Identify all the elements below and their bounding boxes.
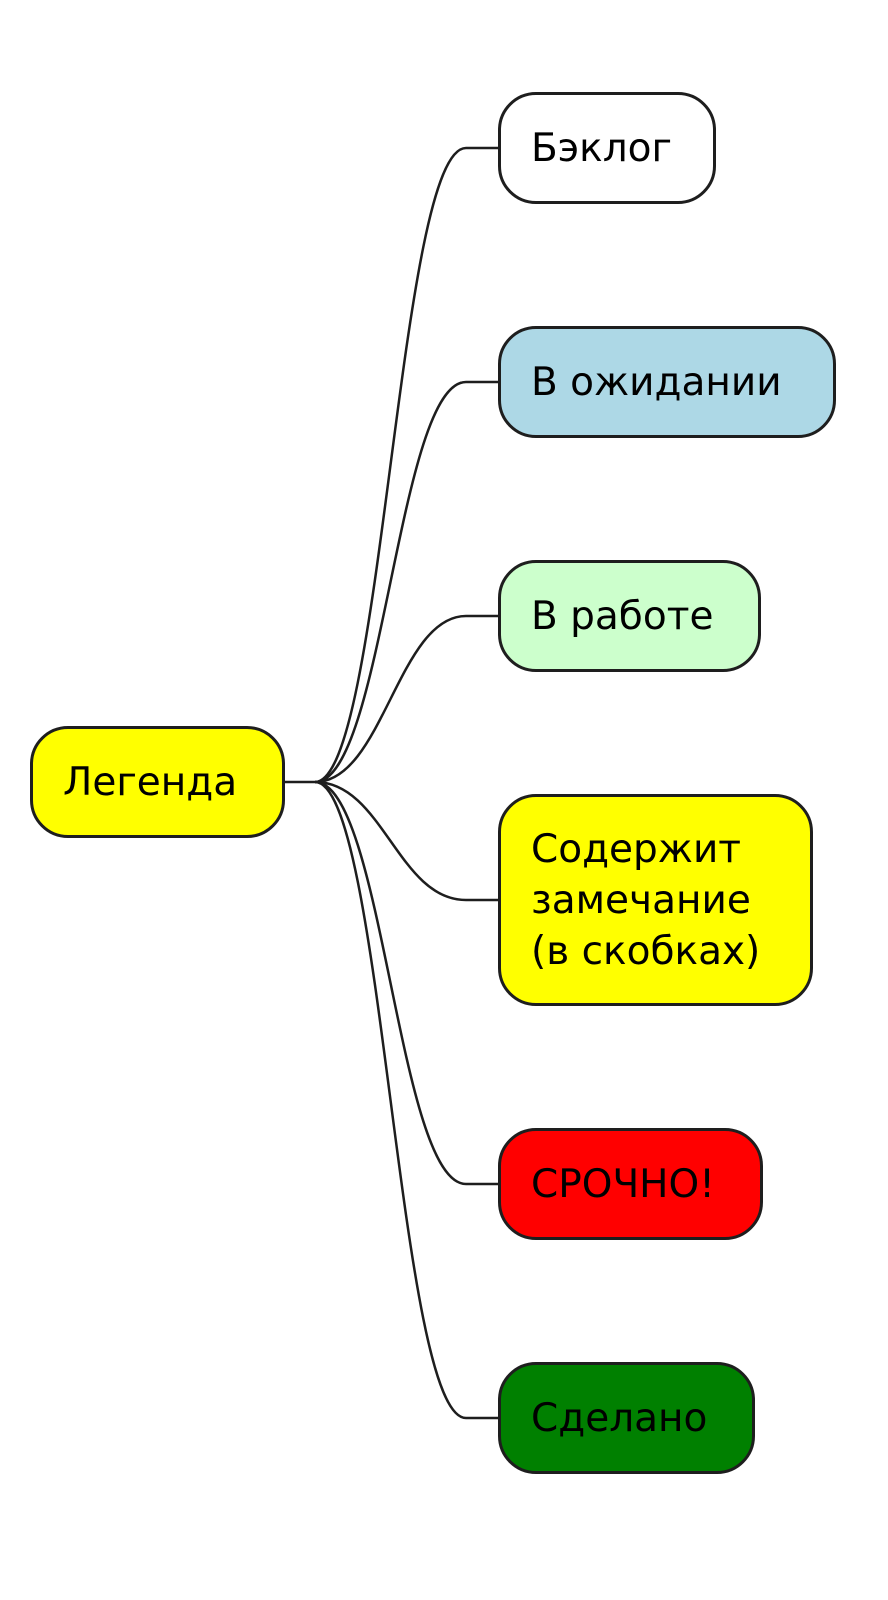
child-node-label: СРОЧНО! (531, 1161, 715, 1207)
child-node-label: Содержит замечание (в скобках) (531, 826, 761, 974)
child-node-label: В ожидании (531, 359, 782, 405)
connector-n-work (314, 614, 498, 784)
connector-n-note (314, 780, 498, 902)
root-node-legend[interactable]: Легенда (30, 726, 285, 838)
child-node-backlog[interactable]: Бэклог (498, 92, 716, 204)
connector-n-backlog (314, 146, 498, 784)
child-node-done[interactable]: Сделано (498, 1362, 755, 1474)
child-node-label: В работе (531, 593, 714, 639)
root-node-label: Легенда (63, 759, 238, 805)
child-node-urgent[interactable]: СРОЧНО! (498, 1128, 763, 1240)
child-node-label: Сделано (531, 1395, 708, 1441)
connector-n-done (314, 780, 498, 1420)
child-node-has-remark[interactable]: Содержит замечание (в скобках) (498, 794, 813, 1006)
child-node-label: Бэклог (531, 125, 672, 171)
connector-n-urgent (314, 780, 498, 1186)
child-node-waiting[interactable]: В ожидании (498, 326, 836, 438)
connector-n-waiting (314, 380, 498, 784)
child-node-in-progress[interactable]: В работе (498, 560, 761, 672)
